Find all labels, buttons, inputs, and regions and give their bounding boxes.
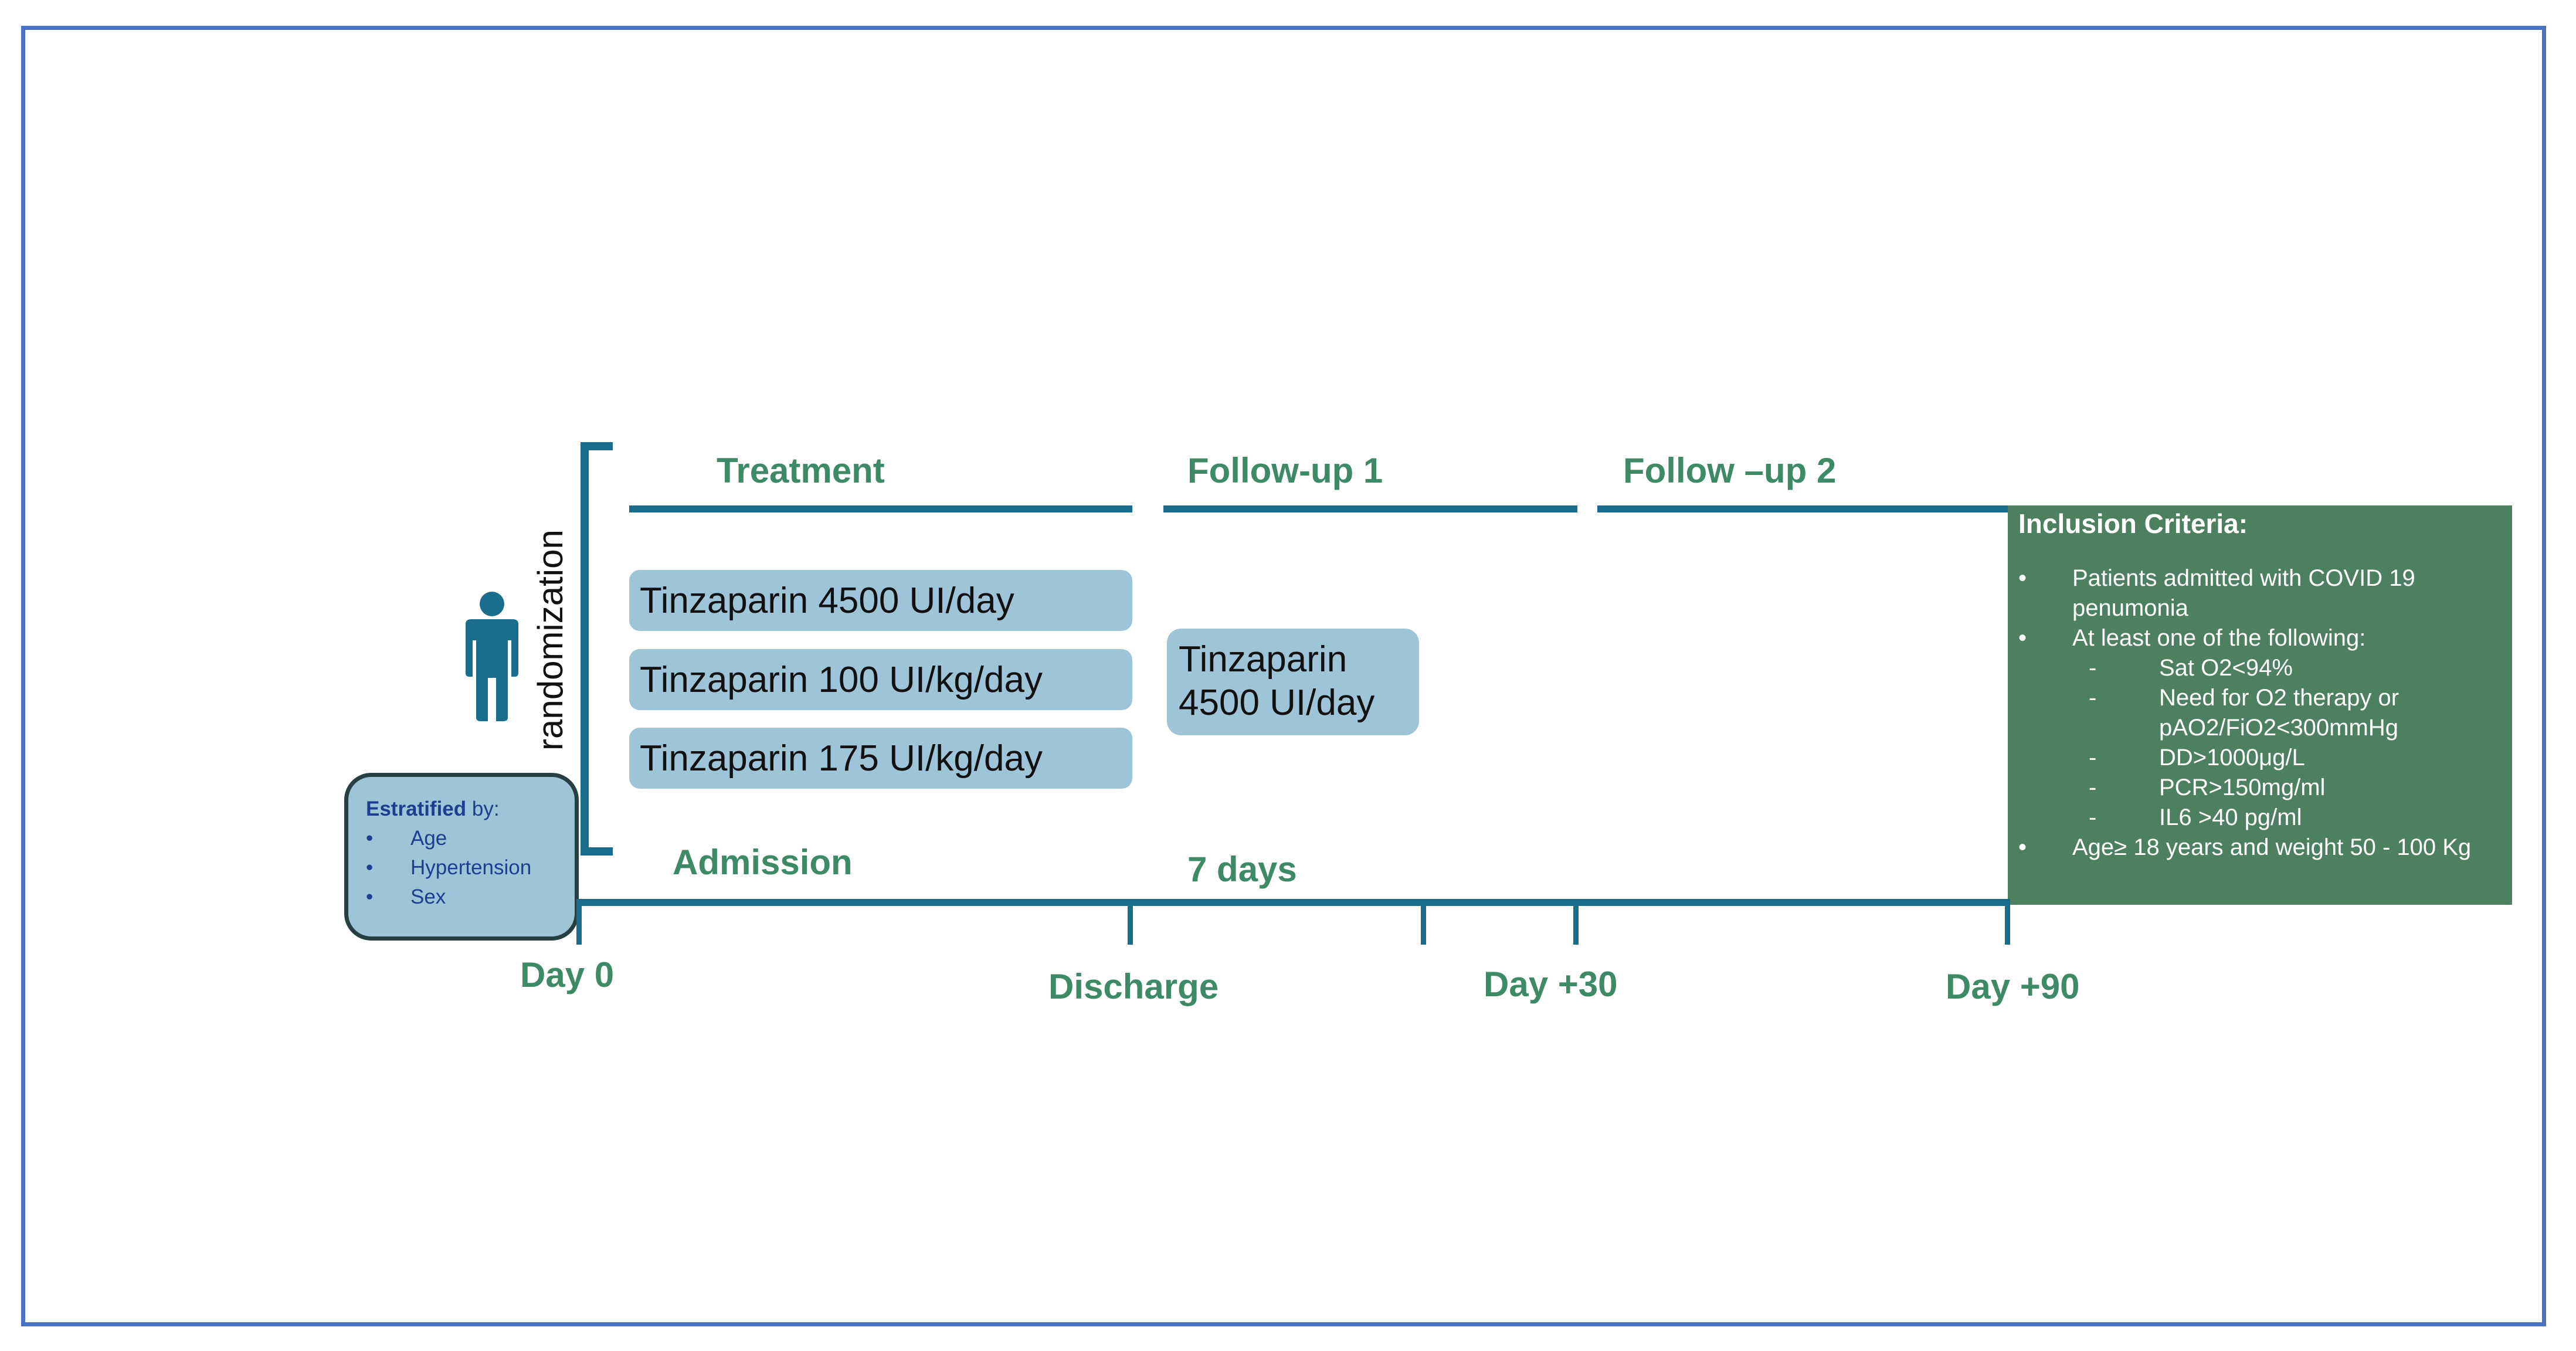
followup2-phase-line: [1597, 505, 2008, 512]
treatment-arm-1: Tinzaparin 4500 UI/day: [629, 570, 1132, 631]
diagram-frame: [21, 26, 2546, 1326]
inclusion-subitem: -Need for O2 therapy or pAO2/FiO2<300mmH…: [2089, 685, 2399, 741]
randomization-label: randomization: [531, 529, 570, 751]
strat-item: •Hypertension: [366, 856, 532, 879]
randomization-bracket: [581, 442, 613, 856]
admission-label: Admission: [673, 843, 853, 882]
inclusion-subitem: -DD>1000μg/L: [2089, 745, 2305, 770]
stratification-box: Estratified by: •Age •Hypertension •Sex: [344, 773, 579, 941]
inclusion-subitem: -Sat O2<94%: [2089, 655, 2293, 681]
day90-label: Day +90: [1946, 967, 2080, 1006]
tick-day30: [1573, 899, 1579, 945]
followup1-phase-line: [1163, 505, 1577, 512]
inclusion-subitem: -PCR>150mg/ml: [2089, 775, 2326, 800]
person-icon: [466, 592, 518, 721]
tick-7days: [1421, 899, 1426, 945]
stratified-title: Estratified: [366, 797, 467, 820]
discharge-label: Discharge: [1048, 967, 1219, 1006]
treatment-arm-2: Tinzaparin 100 UI/kg/day: [629, 649, 1132, 710]
treatment-arm-3: Tinzaparin 175 UI/kg/day: [629, 728, 1132, 789]
phase-followup1-label: Follow-up 1: [1187, 451, 1383, 490]
inclusion-criteria-box: Inclusion Criteria: •Patients admitted w…: [2008, 505, 2512, 905]
stratified-title-rest: by:: [466, 797, 500, 820]
strat-item: •Age: [366, 827, 447, 850]
timeline-axis: [578, 899, 2008, 906]
followup-dose-box: Tinzaparin 4500 UI/day: [1167, 629, 1419, 735]
tick-discharge: [1128, 899, 1133, 945]
treatment-phase-line: [629, 505, 1132, 512]
seven-days-label: 7 days: [1187, 850, 1297, 889]
tick-day0: [576, 899, 582, 945]
phase-treatment-label: Treatment: [717, 451, 885, 490]
inclusion-title: Inclusion Criteria:: [2018, 508, 2248, 539]
inclusion-item: •Patients admitted with COVID 19 penumon…: [2018, 565, 2415, 621]
phase-followup2-label: Follow –up 2: [1623, 451, 1837, 490]
inclusion-item: •Age≥ 18 years and weight 50 - 100 Kg: [2018, 834, 2472, 860]
day30-label: Day +30: [1484, 965, 1618, 1004]
strat-item: •Sex: [366, 885, 446, 908]
tick-day90: [2005, 899, 2010, 945]
inclusion-subitem: -IL6 >40 pg/ml: [2089, 805, 2302, 830]
inclusion-item: •At least one of the following:: [2018, 625, 2366, 651]
day0-label: Day 0: [520, 955, 615, 994]
